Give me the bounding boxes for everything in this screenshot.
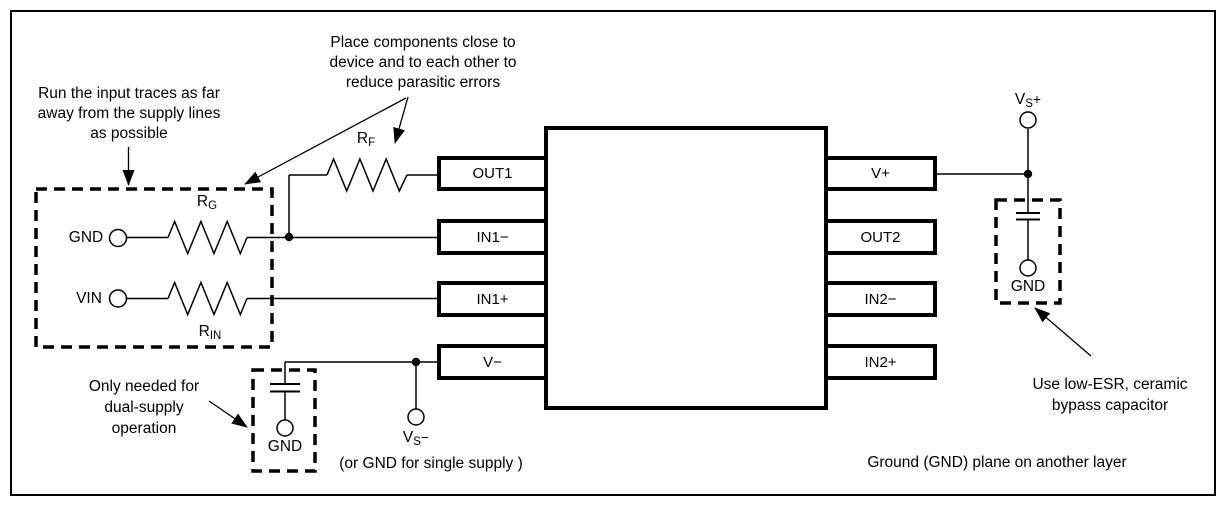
pin-box-in1-plus xyxy=(437,281,548,317)
junction-dot xyxy=(1023,169,1033,179)
note-place-components: Place components close to device and to … xyxy=(330,33,517,93)
vs-minus-label: VS− xyxy=(403,429,429,448)
pin-box-in2-minus xyxy=(824,281,937,317)
note-line: reduce parasitic errors xyxy=(345,74,501,91)
ic-body xyxy=(544,126,828,410)
pin-box-out1 xyxy=(437,156,548,191)
rin-base: R xyxy=(198,323,210,340)
arrow-place-components-rf xyxy=(393,96,409,144)
note-dual-supply: Only needed for dual-supply operation xyxy=(89,376,199,439)
dashed-region-bypass-right xyxy=(994,198,1062,305)
note-line: operation xyxy=(111,420,177,437)
pin-label-v-plus: V+ xyxy=(871,165,890,182)
note-ground-plane: Ground (GND) plane on another layer xyxy=(867,454,1127,471)
note-line: Use low-ESR, ceramic xyxy=(1032,376,1188,393)
pin-label-in2-plus: IN2+ xyxy=(864,353,897,371)
resistor-rg-icon xyxy=(167,219,248,256)
note-line: dual-supply xyxy=(104,399,184,416)
note-line: device and to each other to xyxy=(329,54,517,71)
note-bypass-capacitor: Use low-ESR, ceramic bypass capacitor xyxy=(1032,374,1187,416)
terminal-gnd-cap-left xyxy=(276,419,294,437)
vs-plus-sub: S xyxy=(1025,98,1033,110)
terminal-gnd-cap-right xyxy=(1019,259,1037,277)
rf-sub: F xyxy=(368,137,376,149)
terminal-gnd-input xyxy=(108,228,128,248)
terminal-vs-plus xyxy=(1019,111,1037,129)
vin-label: VIN xyxy=(76,290,102,307)
board-outline xyxy=(10,10,1216,496)
gnd-input-label: GND xyxy=(68,229,104,246)
note-line: as possible xyxy=(90,125,168,142)
note-input-traces: Run the input traces as far away from th… xyxy=(38,84,221,144)
arrow-dual-supply xyxy=(208,400,248,428)
vs-minus-sub: S xyxy=(413,436,421,448)
rin-sub: IN xyxy=(209,330,222,342)
dashed-region-bypass-left xyxy=(251,368,317,473)
note-line: Only needed for xyxy=(88,378,200,395)
wires xyxy=(126,129,1029,420)
note-single-supply: (or GND for single supply ) xyxy=(339,455,523,472)
terminal-vin xyxy=(108,289,128,308)
pin-label-in1-plus: IN1+ xyxy=(476,290,509,308)
pin-label-out2: OUT2 xyxy=(860,228,901,246)
vs-plus-label: VS+ xyxy=(1015,91,1041,110)
gnd-cap-right-label: GND xyxy=(1010,278,1046,295)
terminal-vs-minus xyxy=(407,408,425,426)
note-line: bypass capacitor xyxy=(1051,397,1169,414)
arrow-place-components-left xyxy=(244,97,407,185)
junction-dot xyxy=(284,232,294,242)
rf-base: R xyxy=(356,130,369,147)
capacitor-left-icon xyxy=(270,383,300,393)
capacitor-right-icon xyxy=(1016,212,1040,221)
resistor-rf-icon xyxy=(326,157,408,193)
note-line: Place components close to xyxy=(330,34,516,51)
rg-label: RG xyxy=(197,193,217,212)
rf-label: RF xyxy=(357,130,375,149)
gnd-cap-left-label: GND xyxy=(267,438,303,455)
pin-label-in2-minus: IN2− xyxy=(864,290,897,308)
vs-plus-base: V xyxy=(1014,91,1026,108)
rg-base: R xyxy=(196,193,209,210)
vs-minus-base: V xyxy=(402,429,414,446)
junction-dot xyxy=(411,357,421,367)
pin-box-in1-minus xyxy=(437,219,548,255)
vs-plus-sign: + xyxy=(1032,91,1042,107)
resistor-rin-icon xyxy=(167,280,248,317)
vs-minus-sign: − xyxy=(420,429,430,445)
pin-label-v-minus: V− xyxy=(483,353,502,371)
pin-label-out1: OUT1 xyxy=(472,165,513,182)
pin-box-v-plus xyxy=(824,156,937,191)
note-line: away from the supply lines xyxy=(37,105,221,122)
pin-box-in2-plus xyxy=(824,344,937,380)
arrow-bypass-capacitor xyxy=(1034,307,1092,357)
pin-label-in1-minus: IN1− xyxy=(476,228,509,246)
pin-box-out2 xyxy=(824,219,937,255)
note-line: Run the input traces as far xyxy=(38,85,220,102)
rin-label: RIN xyxy=(199,323,222,342)
rg-sub: G xyxy=(208,200,218,212)
dashed-region-input xyxy=(34,187,274,349)
pin-box-v-minus xyxy=(437,344,548,380)
